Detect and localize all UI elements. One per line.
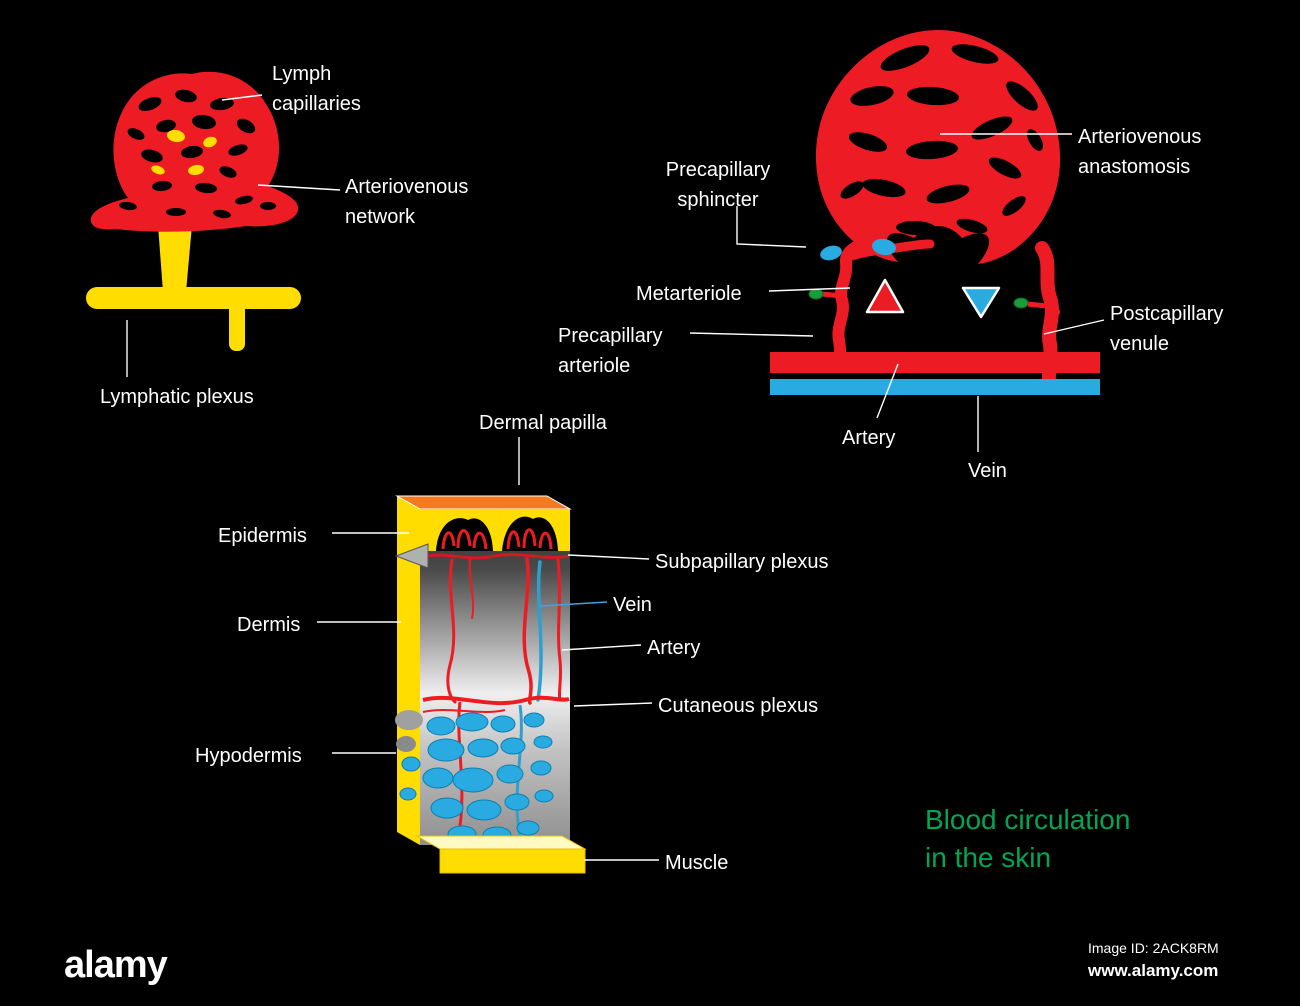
label-cutaneous-plexus: Cutaneous plexus [658, 695, 819, 717]
label-line: Postcapillary [1110, 303, 1224, 325]
cutaneous-plexus-branch [422, 709, 506, 713]
dermal-vein-vessel [536, 560, 543, 702]
label-metarteriole: Metarteriole [636, 283, 742, 305]
label-line: Precapillary [665, 159, 771, 181]
dermis-front-face [420, 509, 570, 845]
capillary-cross-section-icon [808, 288, 824, 300]
leader-vein-skin [540, 601, 608, 607]
leader-subpapillary-plexus [567, 554, 650, 560]
capillary-cross-section-icon [1013, 297, 1029, 309]
label-artery-capillary: Artery [842, 427, 896, 449]
flow-arrow-down-icon [961, 286, 1001, 319]
leader-metarteriole [768, 287, 851, 292]
lymph-stem [158, 225, 192, 292]
label-arteriovenous-network: Arteriovenous network [345, 172, 468, 232]
dermal-papilla-shape [436, 518, 493, 551]
capillary-side-branch-left [821, 291, 844, 299]
metarteriole-branch [841, 239, 935, 263]
dermal-papilla-shape [502, 516, 558, 551]
leader-arteriovenous-network [257, 184, 341, 191]
gray-arrow-icon [394, 543, 429, 569]
leader-precapillary-arteriole [689, 332, 814, 337]
leader-precapillary-sphincter [736, 206, 807, 248]
watermark-info: Image ID: 2ACK8RM www.alamy.com [1088, 940, 1219, 981]
lymphatic-plexus-branch [229, 303, 245, 351]
skin-section-illustration [394, 495, 587, 874]
capillary-side-branch-right [1027, 301, 1048, 309]
network-lymph-gaps [151, 129, 217, 176]
label-muscle: Muscle [665, 852, 729, 874]
artery-vessel-bar [770, 352, 1100, 373]
label-subpapillary-plexus: Subpapillary plexus [655, 551, 829, 573]
label-lymph-capillaries: Lymph capillaries [272, 59, 361, 119]
network-holes [119, 89, 276, 219]
precapillary-sphincter-icon [820, 245, 842, 261]
label-precapillary-arteriole: Precapillary arteriole [558, 321, 662, 381]
alamy-watermark-logo: alamy [64, 944, 168, 986]
red-dot [1052, 308, 1060, 316]
leader-cutaneous-plexus [573, 702, 653, 707]
label-precapillary-sphincter: Precapillary sphincter [647, 155, 789, 215]
cutaneous-plexus-vessel [422, 695, 570, 706]
label-vein-capillary: Vein [968, 460, 1007, 482]
label-line: arteriole [558, 355, 631, 377]
leader-lymph-capillaries [221, 94, 263, 101]
leader-lines [126, 94, 1105, 861]
label-artery-skin: Artery [647, 637, 701, 659]
label-line: network [345, 206, 416, 228]
watermark-url: www.alamy.com [1088, 961, 1219, 980]
label-hypodermis: Hypodermis [195, 745, 302, 767]
label-line: Arteriovenous [1078, 126, 1202, 148]
leader-postcapillary-venule [1043, 319, 1105, 335]
figure-title: Blood circulation in the skin [925, 801, 1130, 877]
muscle-slab-top [415, 835, 587, 850]
label-line: anastomosis [1078, 156, 1191, 178]
label-line: capillaries [272, 93, 361, 115]
label-epidermis: Epidermis [218, 525, 307, 547]
label-arteriovenous-anastomosis: Arteriovenous anastomosis [1078, 122, 1201, 182]
capillary-bed-illustration [770, 30, 1100, 395]
lymphatic-plexus-vessel [86, 287, 301, 309]
label-line: Arteriovenous [345, 176, 469, 198]
hypodermis-fat-cells [399, 712, 554, 844]
label-postcapillary-venule: Postcapillary venule [1110, 299, 1223, 359]
flow-arrow-up-icon [865, 278, 905, 314]
figure-title-line: in the skin [925, 842, 1052, 873]
gray-lobule [396, 736, 416, 752]
subpapillary-plexus-vessel [422, 553, 569, 560]
muscle-slab-front [439, 848, 586, 874]
label-line: venule [1110, 333, 1169, 355]
papilla-capillary-loops [441, 528, 553, 550]
precapillary-sphincter-icon [872, 238, 896, 256]
watermark-image-id: Image ID: 2ACK8RM [1088, 940, 1219, 956]
leader-artery-skin [561, 644, 642, 651]
lymph-network-illustration [86, 71, 301, 351]
figure-title-line: Blood circulation [925, 804, 1131, 835]
label-line: Precapillary [558, 325, 663, 347]
skin-block-top-face [395, 495, 572, 510]
label-dermal-papilla: Dermal papilla [479, 412, 607, 434]
leader-artery-capillary [876, 363, 899, 419]
label-lymphatic-plexus: Lymphatic plexus [100, 386, 254, 408]
label-line: Lymph [272, 63, 332, 85]
label-vein-skin: Vein [613, 594, 652, 616]
gray-lobule [395, 710, 423, 730]
label-line: sphincter [677, 189, 759, 211]
label-dermis: Dermis [237, 614, 301, 636]
vein-vessel-bar [770, 379, 1100, 395]
